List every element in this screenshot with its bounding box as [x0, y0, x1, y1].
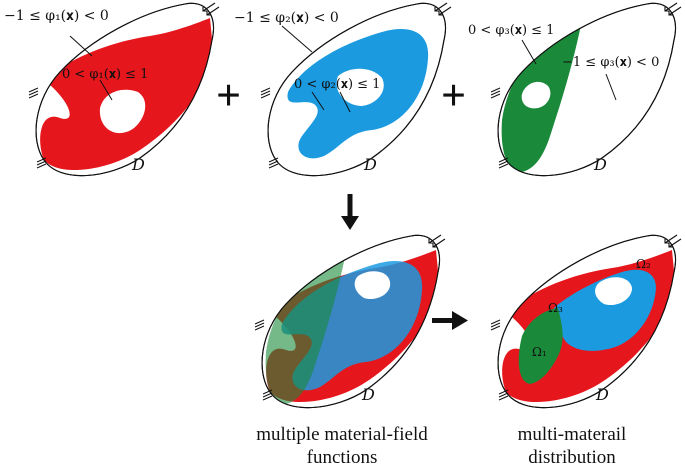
material-region-green — [518, 308, 563, 384]
result-caption-line1: multi-materail — [518, 424, 627, 445]
phi2-outer-label: −1 ≤ φ₂(𝐱) < 0 — [234, 10, 339, 26]
material-region-green — [265, 252, 346, 404]
plus-operator-icon: + — [216, 71, 241, 120]
domain-label: D — [361, 385, 375, 404]
panel-phi2: −1 ≤ φ₂(𝐱) < 0 0 < φ₂(𝐱) ≤ 1 D — [234, 2, 452, 177]
arrow-down-icon — [341, 194, 359, 230]
domain-label: D — [595, 385, 609, 404]
fixed-support-hatch-icon — [28, 87, 39, 99]
panel-phi1: −1 ≤ φ₁(𝐱) < 0 0 < φ₁(𝐱) ≤ 1 D — [4, 2, 220, 177]
arrow-right-icon — [432, 311, 468, 330]
omega2-label: Ω₂ — [636, 257, 651, 271]
material-hole — [354, 271, 391, 300]
omega3-label: Ω₃ — [548, 301, 563, 315]
plus-operator-icon: + — [441, 71, 466, 120]
phi1-outer-label: −1 ≤ φ₁(𝐱) < 0 — [4, 8, 109, 24]
panel-phi3: 0 < φ₃(𝐱) ≤ 1 −1 ≤ φ₃(𝐱) < 0 D — [468, 2, 682, 177]
material-hole — [99, 89, 146, 134]
material-hole — [595, 277, 632, 306]
omega1-label: Ω₁ — [532, 345, 547, 359]
panel-result: Ω₂ Ω₃ Ω₁ D — [490, 234, 682, 409]
phi3-inner-label: 0 < φ₃(𝐱) ≤ 1 — [468, 23, 554, 38]
material-hole — [336, 68, 384, 106]
material-hole — [521, 81, 551, 109]
combined-caption-line2: functions — [307, 447, 378, 468]
phi3-outer-label: −1 ≤ φ₃(𝐱) < 0 — [562, 55, 659, 70]
domain-label: D — [363, 155, 377, 174]
result-caption-line2: distribution — [528, 447, 616, 468]
domain-label: D — [593, 155, 607, 174]
panel-combined: D — [254, 234, 446, 409]
phi2-inner-label: 0 < φ₂(𝐱) ≤ 1 — [294, 77, 380, 92]
phi1-inner-label: 0 < φ₁(𝐱) ≤ 1 — [62, 67, 148, 82]
domain-label: D — [131, 155, 145, 174]
combined-caption-line1: multiple material-field — [256, 424, 428, 445]
